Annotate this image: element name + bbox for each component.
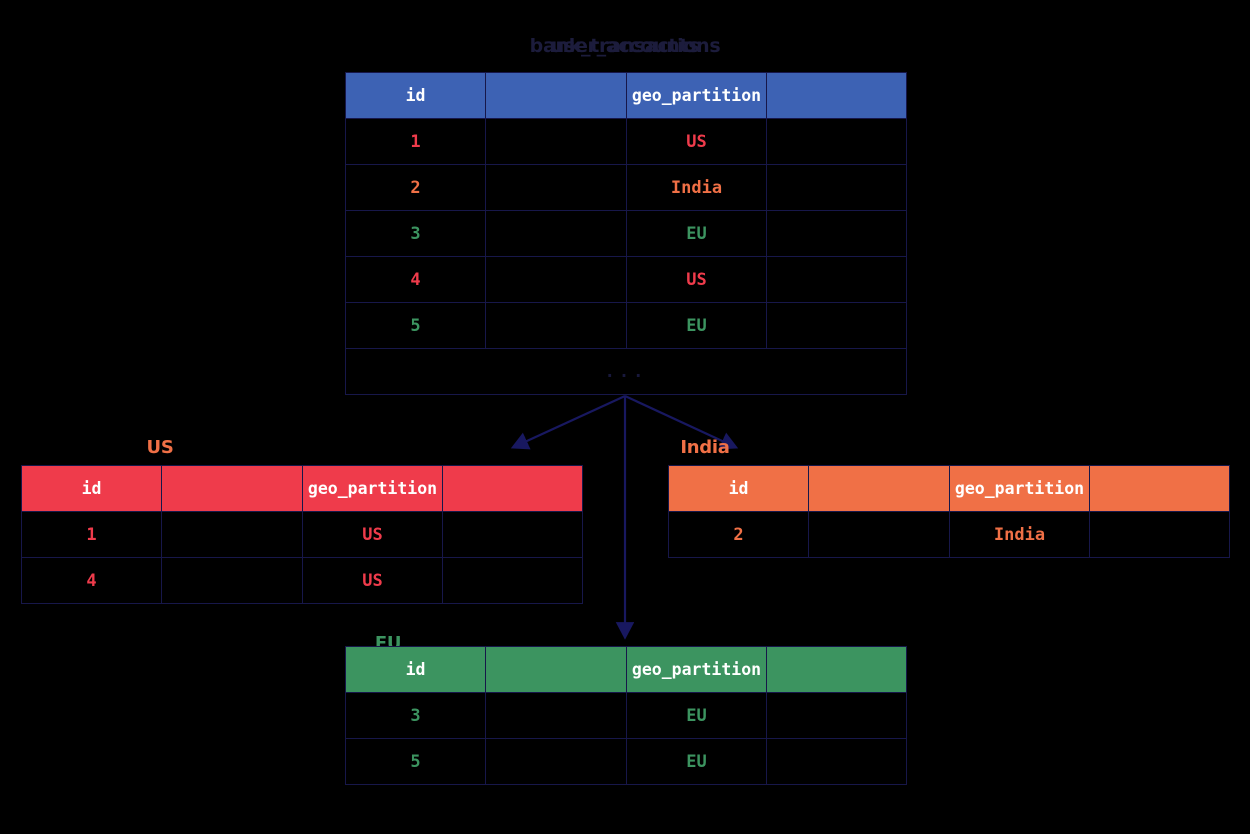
cell-blank-2 bbox=[766, 164, 907, 211]
cell-id: 5 bbox=[345, 738, 486, 785]
cell-id: 2 bbox=[668, 511, 809, 558]
column-header-geo-partition: geo_partition bbox=[302, 465, 443, 512]
cell-blank-2 bbox=[442, 557, 583, 604]
shard-table-us: id geo_partition 1 US 4 US bbox=[21, 465, 583, 604]
column-header-blank-1 bbox=[161, 465, 303, 512]
cell-blank-1 bbox=[485, 692, 627, 739]
source-table-title-primary: bank_transactions bbox=[529, 35, 721, 57]
column-header-blank-1 bbox=[485, 72, 627, 119]
cell-blank-2 bbox=[766, 210, 907, 257]
cell-blank-2 bbox=[766, 692, 907, 739]
table-row: 5 EU bbox=[345, 738, 907, 785]
shard-table-india: id geo_partition 2 India bbox=[668, 465, 1230, 558]
table-row-ellipsis: ... bbox=[345, 348, 907, 395]
column-header-geo-partition: geo_partition bbox=[949, 465, 1090, 512]
cell-blank-1 bbox=[161, 511, 303, 558]
table-row: 3 EU bbox=[345, 692, 907, 739]
table-row: 4 US bbox=[345, 256, 907, 303]
cell-id: 3 bbox=[345, 210, 486, 257]
column-header-geo-partition: geo_partition bbox=[626, 646, 767, 693]
cell-ellipsis: ... bbox=[345, 348, 907, 395]
cell-blank-1 bbox=[485, 210, 627, 257]
column-header-id: id bbox=[21, 465, 162, 512]
table-row: 2 India bbox=[345, 164, 907, 211]
column-header-blank-2 bbox=[1089, 465, 1230, 512]
cell-geo-partition: EU bbox=[626, 692, 767, 739]
source-table-header-row: id geo_partition bbox=[345, 72, 907, 119]
column-header-id: id bbox=[345, 72, 486, 119]
column-header-blank-1 bbox=[808, 465, 950, 512]
shard-eu-header-row: id geo_partition bbox=[345, 646, 907, 693]
cell-geo-partition: US bbox=[302, 557, 443, 604]
table-row: 1 US bbox=[21, 511, 583, 558]
cell-id: 5 bbox=[345, 302, 486, 349]
cell-blank-2 bbox=[766, 302, 907, 349]
cell-geo-partition: US bbox=[302, 511, 443, 558]
column-header-blank-1 bbox=[485, 646, 627, 693]
arrow-to-us-shard bbox=[510, 395, 626, 450]
cell-id: 4 bbox=[345, 256, 486, 303]
cell-blank-2 bbox=[766, 256, 907, 303]
cell-blank-2 bbox=[442, 511, 583, 558]
cell-blank-1 bbox=[485, 164, 627, 211]
cell-geo-partition: US bbox=[626, 118, 767, 165]
cell-blank-1 bbox=[485, 118, 627, 165]
column-header-id: id bbox=[668, 465, 809, 512]
shard-title-india: India bbox=[680, 437, 730, 458]
cell-blank-2 bbox=[766, 738, 907, 785]
cell-id: 3 bbox=[345, 692, 486, 739]
cell-blank-2 bbox=[766, 118, 907, 165]
cell-blank-1 bbox=[808, 511, 950, 558]
shard-india-header-row: id geo_partition bbox=[668, 465, 1230, 512]
cell-blank-2 bbox=[1089, 511, 1230, 558]
cell-geo-partition: EU bbox=[626, 738, 767, 785]
column-header-geo-partition: geo_partition bbox=[626, 72, 767, 119]
cell-geo-partition: EU bbox=[626, 302, 767, 349]
cell-blank-1 bbox=[485, 738, 627, 785]
cell-blank-1 bbox=[161, 557, 303, 604]
cell-id: 1 bbox=[21, 511, 162, 558]
source-table-title-secondary: user_accounts bbox=[550, 35, 700, 57]
table-row: 4 US bbox=[21, 557, 583, 604]
shard-table-eu: id geo_partition 3 EU 5 EU bbox=[345, 646, 907, 785]
cell-blank-1 bbox=[485, 302, 627, 349]
cell-blank-1 bbox=[485, 256, 627, 303]
cell-id: 4 bbox=[21, 557, 162, 604]
table-row: 1 US bbox=[345, 118, 907, 165]
column-header-blank-2 bbox=[766, 72, 907, 119]
column-header-id: id bbox=[345, 646, 486, 693]
source-table: id geo_partition 1 US 2 India 3 bbox=[345, 72, 907, 395]
cell-geo-partition: EU bbox=[626, 210, 767, 257]
shard-us-header-row: id geo_partition bbox=[21, 465, 583, 512]
table-row: 2 India bbox=[668, 511, 1230, 558]
cell-geo-partition: India bbox=[949, 511, 1090, 558]
cell-geo-partition: India bbox=[626, 164, 767, 211]
table-row: 5 EU bbox=[345, 302, 907, 349]
cell-geo-partition: US bbox=[626, 256, 767, 303]
cell-id: 2 bbox=[345, 164, 486, 211]
cell-id: 1 bbox=[345, 118, 486, 165]
shard-title-us: US bbox=[146, 437, 174, 458]
column-header-blank-2 bbox=[442, 465, 583, 512]
column-header-blank-2 bbox=[766, 646, 907, 693]
table-row: 3 EU bbox=[345, 210, 907, 257]
